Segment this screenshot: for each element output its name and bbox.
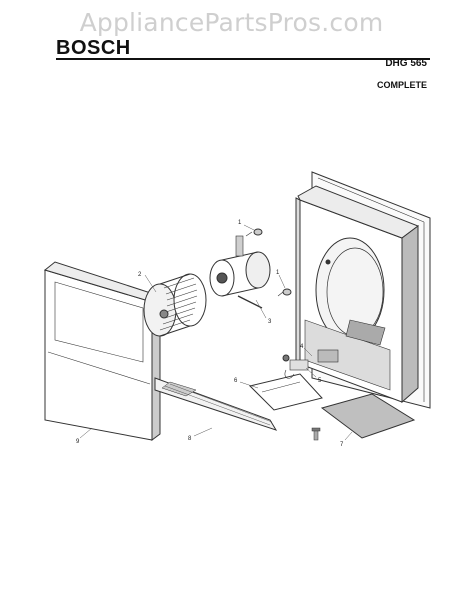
- callout-9: 9: [76, 439, 80, 445]
- header-rule: [56, 58, 430, 60]
- callout-1-upper: 1: [238, 220, 242, 226]
- blower-wheel: [143, 273, 207, 337]
- motor: [209, 235, 271, 309]
- cover-plate: [320, 393, 416, 439]
- diagram-subtitle: COMPLETE: [376, 80, 427, 90]
- callout-4: 4: [300, 344, 304, 350]
- control-board: [249, 373, 323, 411]
- capacitor-upper: [245, 228, 263, 237]
- housing-box: [295, 185, 420, 404]
- front-panel: [43, 261, 162, 441]
- model-number: DHG 565: [385, 58, 427, 69]
- brand-logo: BOSCH: [56, 37, 131, 59]
- capacitor-right: [277, 288, 292, 297]
- grille: [154, 377, 278, 431]
- callout-8: 8: [188, 436, 192, 442]
- callout-6: 6: [234, 378, 238, 384]
- switch-assembly: [282, 349, 339, 379]
- watermark: AppliancePartsPros.com: [79, 8, 384, 37]
- callout-2: 2: [138, 272, 142, 278]
- callout-7: 7: [340, 442, 344, 448]
- callout-labels: 1 1 2 3 4 5 6 7 8 9: [76, 220, 344, 448]
- callout-5: 5: [318, 378, 322, 384]
- callout-1-right: 1: [276, 270, 280, 276]
- callout-3: 3: [268, 319, 272, 325]
- screw: [311, 427, 321, 441]
